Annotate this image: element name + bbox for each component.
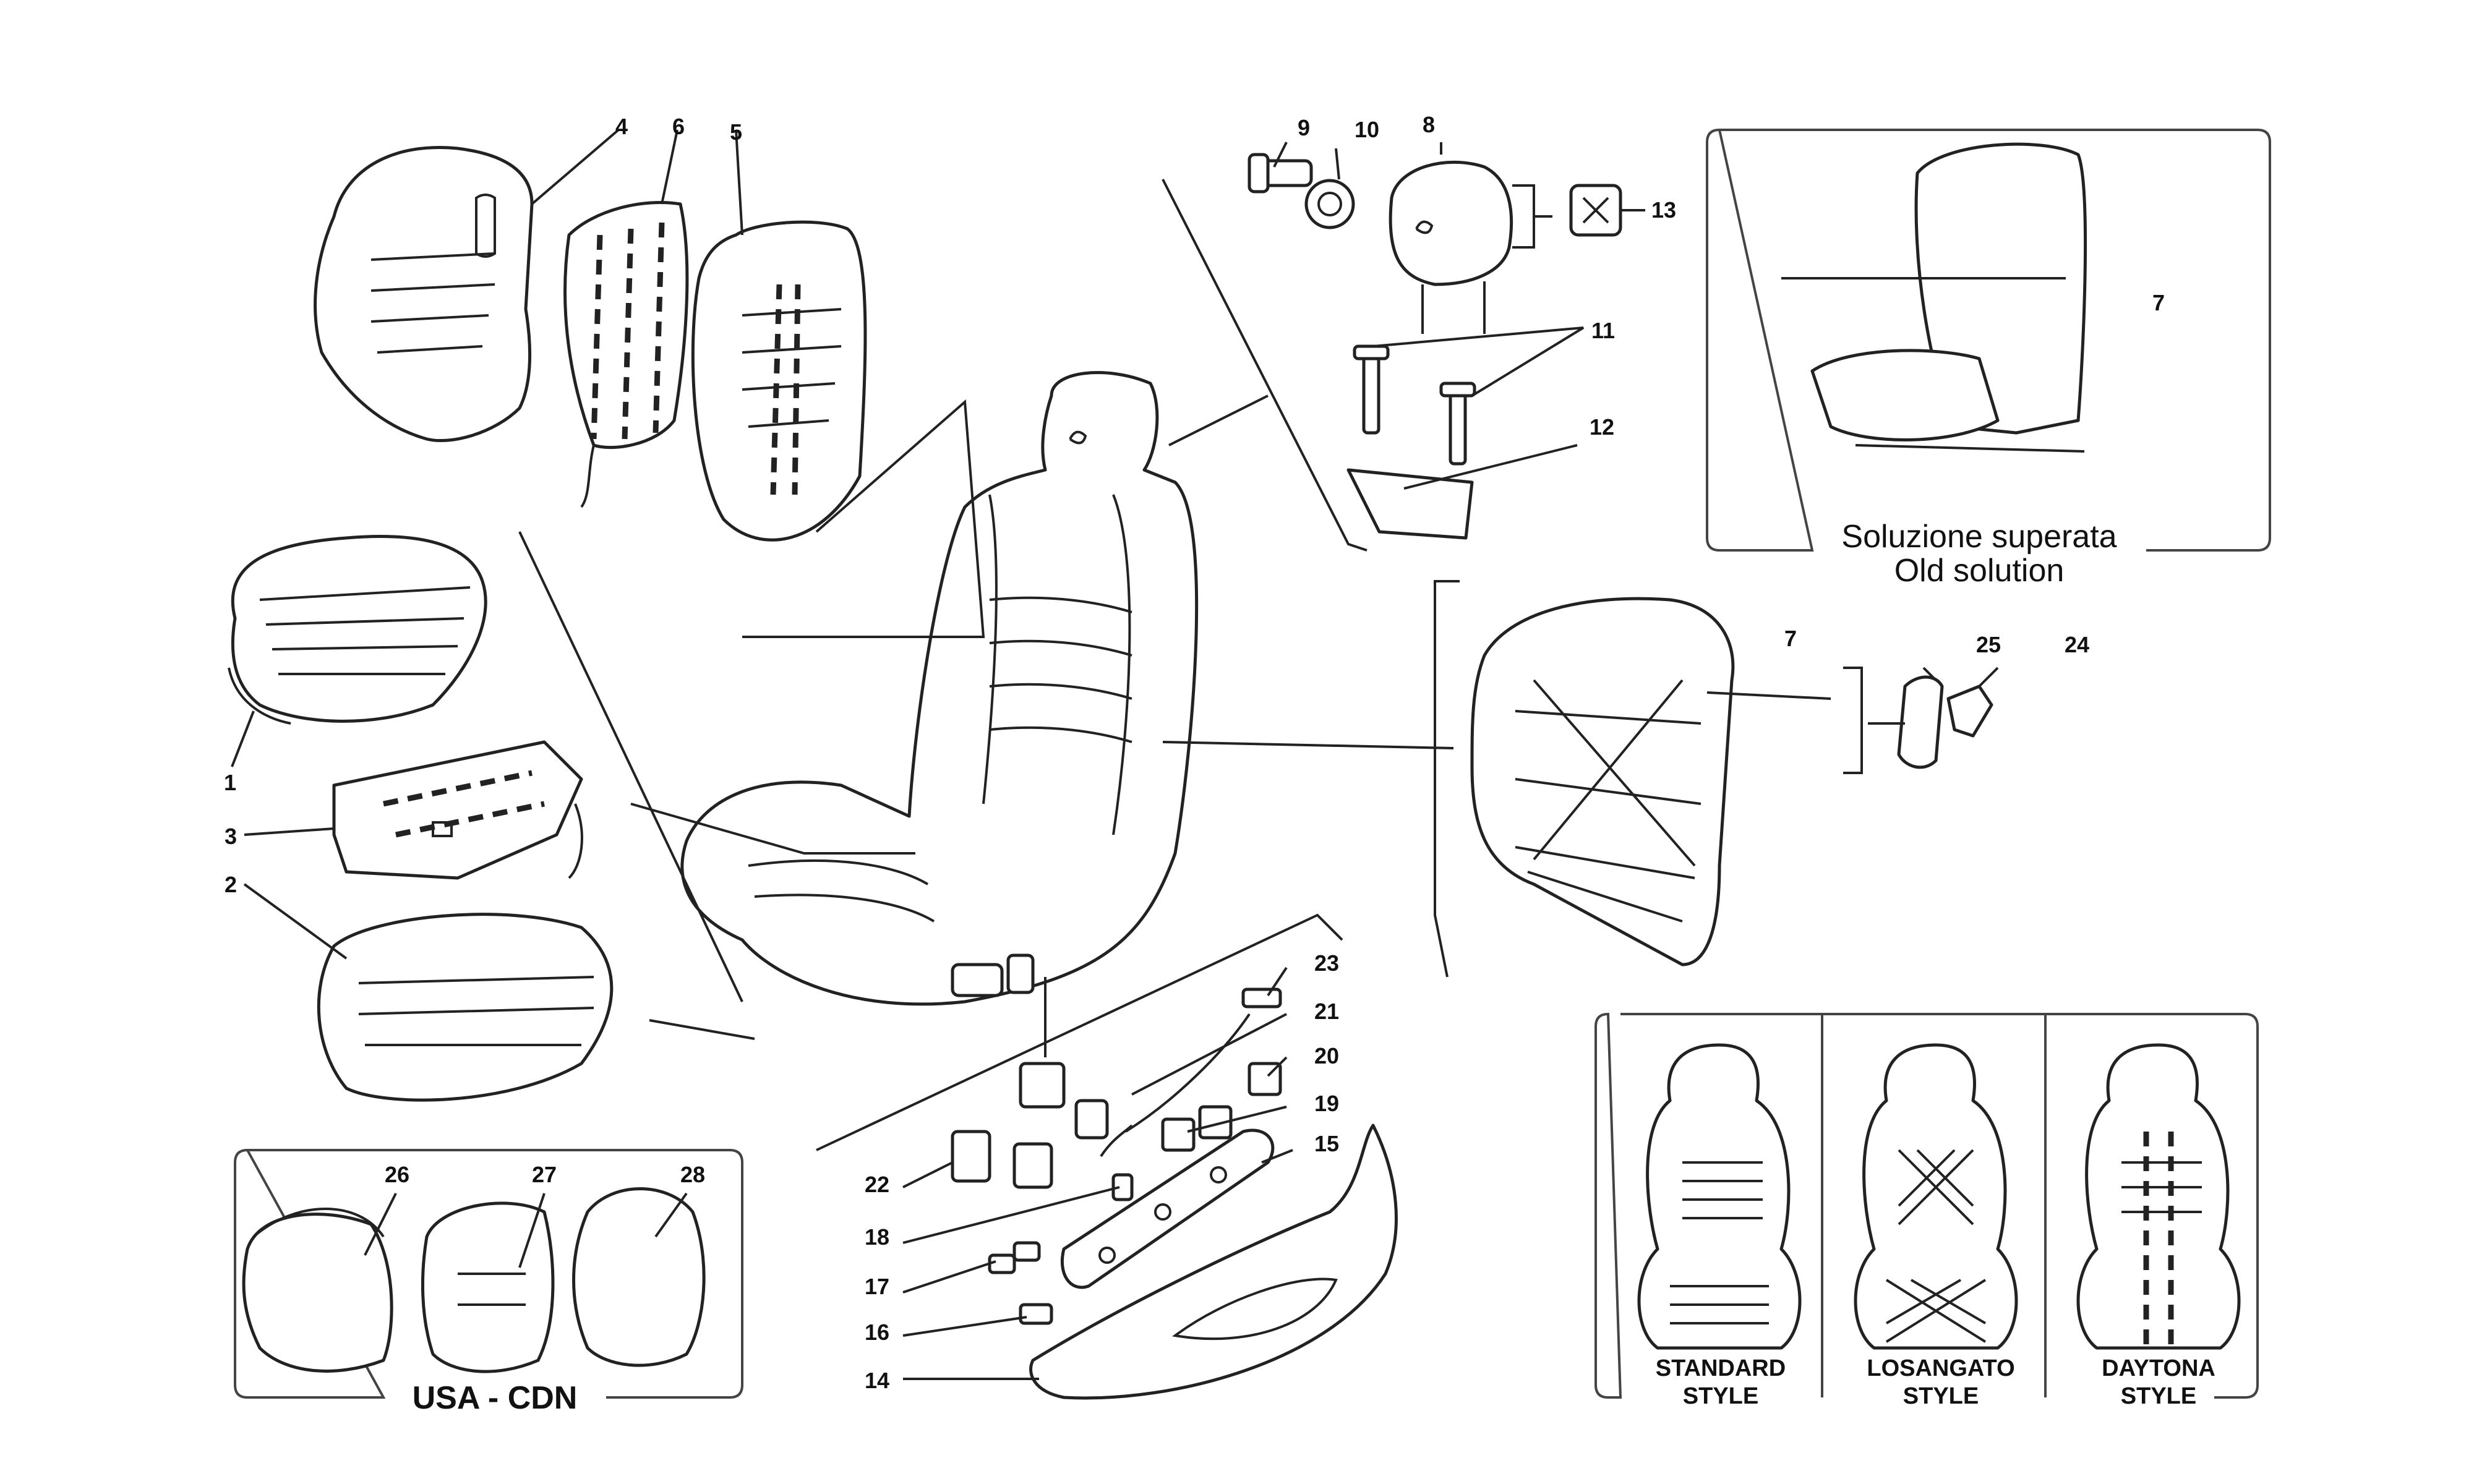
label-17: 17 — [865, 1274, 889, 1299]
part-2-seat-cover — [317, 913, 614, 1102]
old-solution-caption-en: Old solution — [1894, 553, 2065, 589]
label-2: 2 — [225, 872, 237, 897]
part-18-connector — [1111, 1173, 1134, 1201]
old-solution-box — [1706, 128, 2271, 552]
label-7: 7 — [1784, 626, 1797, 651]
part-25-lever-base — [1897, 675, 1944, 769]
part-number-labels: 4 6 5 1 3 2 9 10 8 13 11 12 7 7 25 24 23… — [224, 112, 2165, 1393]
part-3-seat-pad — [332, 740, 583, 880]
styles-box — [1594, 1012, 2259, 1399]
part-19-switches — [1161, 1105, 1233, 1152]
label-18: 18 — [865, 1224, 889, 1250]
label-8: 8 — [1423, 112, 1435, 137]
label-4: 4 — [615, 114, 628, 139]
label-14: 14 — [865, 1368, 889, 1393]
part-13-clip — [1569, 184, 1622, 237]
label-11: 11 — [1591, 318, 1615, 343]
part-23-connector — [1241, 987, 1282, 1009]
part-15-switch-panel — [1060, 1128, 1275, 1289]
style-losangato-line1: LOSANGATO — [1867, 1355, 2014, 1381]
part-10-knob — [1304, 179, 1355, 229]
part-21-wiring — [1100, 1013, 1251, 1158]
part-1-seat-cushion — [228, 535, 487, 725]
style-daytona-seat — [2076, 1043, 2241, 1350]
style-standard-line2: STYLE — [1683, 1383, 1758, 1409]
part-14-side-shield — [1029, 1124, 1398, 1400]
label-19: 19 — [1314, 1091, 1339, 1116]
old-solution-caption-it: Soluzione superata — [1841, 519, 2117, 555]
label-7-old: 7 — [2152, 290, 2165, 315]
label-16: 16 — [865, 1320, 889, 1345]
part-28-booster-seat — [572, 1187, 706, 1367]
label-9: 9 — [1298, 115, 1310, 140]
label-27: 27 — [532, 1162, 557, 1187]
style-standard-seat — [1637, 1043, 1802, 1350]
label-21: 21 — [1314, 999, 1339, 1024]
label-15: 15 — [1314, 1131, 1339, 1156]
usa-cdn-box — [234, 1148, 743, 1399]
style-standard-line1: STANDARD — [1656, 1355, 1786, 1381]
part-6-backrest-pad — [563, 201, 689, 508]
part-16-small-switch — [1019, 1303, 1053, 1325]
part-4-backrest-cover — [314, 146, 534, 442]
part-17-small-switch — [988, 1241, 1041, 1274]
style-daytona-line2: STYLE — [2121, 1383, 2196, 1409]
part-26-infant-carrier — [242, 1208, 393, 1373]
part-24-lever — [1946, 684, 1993, 738]
label-3: 3 — [225, 824, 237, 849]
usa-cdn-caption: USA - CDN — [413, 1380, 578, 1416]
label-23: 23 — [1314, 950, 1339, 976]
label-25: 25 — [1976, 632, 2001, 657]
main-seat — [680, 371, 1199, 1006]
label-5: 5 — [730, 119, 742, 145]
part-27-child-seat — [421, 1201, 555, 1373]
part-11-guides — [1353, 344, 1476, 466]
label-12: 12 — [1590, 414, 1614, 440]
label-1: 1 — [224, 770, 236, 795]
part-8-headrest — [1389, 160, 1513, 334]
part-22-switch-block — [951, 1062, 1109, 1189]
leader-lines — [231, 129, 2066, 1380]
label-28: 28 — [680, 1162, 705, 1187]
label-26: 26 — [385, 1162, 409, 1187]
part-5-backrest-insert — [691, 220, 867, 542]
label-22: 22 — [865, 1172, 889, 1197]
part-12-cover — [1346, 468, 1474, 540]
label-10: 10 — [1355, 117, 1379, 142]
style-losangato-line2: STYLE — [1903, 1383, 1979, 1409]
part-7-backrest-frame — [1470, 597, 1735, 966]
style-daytona-line1: DAYTONA — [2102, 1355, 2215, 1381]
style-losangato-seat — [1854, 1043, 2018, 1350]
label-6: 6 — [672, 114, 685, 139]
part-9-pin — [1248, 153, 1313, 194]
label-13: 13 — [1651, 197, 1676, 223]
label-24: 24 — [2065, 632, 2089, 657]
label-20: 20 — [1314, 1043, 1339, 1068]
